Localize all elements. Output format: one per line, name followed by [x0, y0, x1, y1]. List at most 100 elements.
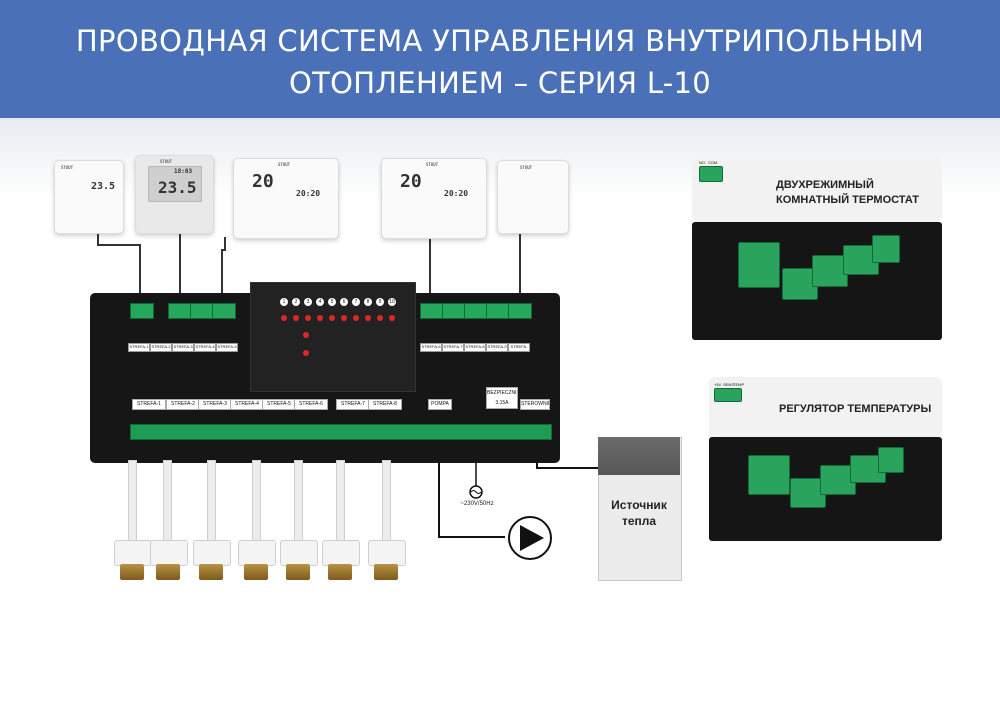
top-terminal-3: [190, 303, 214, 319]
inset-top-label-box: [692, 158, 942, 222]
top-channel-label-2: STREFA-2: [150, 343, 172, 352]
top-channel-label-6: STREFA-6: [420, 343, 442, 352]
actuator-cable-7: [382, 460, 391, 544]
thermostat-2-screen: [148, 166, 202, 202]
top-terminal-4: [212, 303, 236, 319]
inset-top-connector-3: [812, 255, 848, 287]
top-terminal-2: [168, 303, 192, 319]
top-terminal-5: [420, 303, 444, 319]
led-number-9: 9: [376, 298, 384, 306]
bottom-label-pump: POMPA: [428, 399, 452, 410]
led-number-4: 4: [316, 298, 324, 306]
top-terminal-8: [486, 303, 510, 319]
title-banner: ПРОВОДНАЯ СИСТЕМА УПРАВЛЕНИЯ ВНУТРИПОЛЬН…: [0, 0, 1000, 118]
thermostat-1: STOUT 23.5: [54, 160, 124, 234]
thermostat-2-brand: STOUT: [160, 159, 173, 164]
top-channel-label-8: STREFA-8: [464, 343, 486, 352]
top-terminal-9: [508, 303, 532, 319]
thermostat-3-time: 20:20: [296, 189, 321, 198]
inset-bottom-term-label-sens: SENS: [723, 382, 734, 387]
thermostat-5-brand: STOUT: [520, 165, 533, 170]
led-number-7: 7: [352, 298, 360, 306]
thermostat-4-display: 20: [400, 171, 422, 192]
actuator-cable-2: [163, 460, 172, 544]
led-3: [305, 315, 311, 321]
wire-thermostat-3: [221, 237, 226, 302]
top-channel-label-5: STREFA-5: [216, 343, 238, 352]
inset-bottom-term-label-temp: TEMP: [733, 382, 745, 387]
top-channel-label-4: STREFA-4: [194, 343, 216, 352]
inset-top-term-label-com: COM: [708, 160, 718, 165]
inset-top-connector-5: [872, 235, 900, 263]
inset-bottom-terminal-small: [714, 388, 742, 402]
top-channel-label-3: STREFA-3: [172, 343, 194, 352]
thermostat-5: STOUT: [497, 160, 569, 234]
led-number-8: 8: [364, 298, 372, 306]
thermostat-1-brand: STOUT: [61, 165, 74, 170]
title-line-1: ПРОВОДНАЯ СИСТЕМА УПРАВЛЕНИЯ ВНУТРИПОЛЬН…: [75, 24, 925, 58]
thermostat-2: STOUT 18:03 23.5: [135, 155, 214, 234]
top-channel-label-9: STREFA-9: [486, 343, 508, 352]
bottom-label-6: STREFA-6: [294, 399, 328, 410]
led-number-2: 2: [292, 298, 300, 306]
thermostat-3-brand: STOUT: [278, 162, 291, 167]
inset-bottom-connector-5: [878, 447, 904, 473]
inset-top-label: ДВУХРЕЖИМНЫЙ КОМНАТНЫЙ ТЕРМОСТАТ: [776, 178, 919, 208]
led-number-10: 10: [388, 298, 396, 306]
thermostat-4-brand: STOUT: [426, 162, 439, 167]
top-terminal-6: [442, 303, 466, 319]
power-tilde: [470, 490, 482, 494]
inset-top-label-line-2: КОМНАТНЫЙ ТЕРМОСТАТ: [776, 194, 919, 206]
led-number-1: 1: [280, 298, 288, 306]
bottom-label-3: STREFA-3: [198, 399, 232, 410]
thermostat-1-display: 23.5: [91, 181, 116, 192]
heat-source-top: [598, 437, 680, 475]
bottom-label-fuse: BEZPIECZNIK 3,15A: [486, 387, 518, 409]
inset-top-terminal-small: [699, 166, 723, 182]
heat-source-line-2: тепла: [621, 514, 657, 528]
inset-bottom-term-label-5v: +5V: [714, 382, 722, 387]
inset-bottom-connector-main: [748, 455, 790, 495]
led-5: [329, 315, 335, 321]
led-6: [341, 315, 347, 321]
bottom-label-4: STREFA-4: [230, 399, 264, 410]
led-1: [281, 315, 287, 321]
thermostat-3-display: 20: [252, 171, 274, 192]
actuator-cable-6: [336, 460, 345, 544]
led-number-3: 3: [304, 298, 312, 306]
power-label: ~230V/50Hz: [460, 501, 494, 507]
top-channel-label-10: STREFA-10: [508, 343, 530, 352]
bottom-label-1: STREFA-1: [132, 399, 166, 410]
heat-source-line-1: Источник: [611, 498, 667, 512]
title-line-2: ОТОПЛЕНИЕМ – СЕРИЯ L-10: [288, 66, 712, 100]
actuator-cable-5: [294, 460, 303, 544]
led-9: [377, 315, 383, 321]
inset-bottom-label: РЕГУЛЯТОР ТЕМПЕРАТУРЫ: [779, 403, 932, 415]
actuator-cable-3: [207, 460, 216, 544]
led-4: [317, 315, 323, 321]
inset-top-connector-main: [738, 242, 780, 288]
led-8: [365, 315, 371, 321]
actuator-cable-4: [252, 460, 261, 544]
thermostat-4-time: 20:20: [444, 189, 469, 198]
bottom-label-7: STREFA-7: [336, 399, 370, 410]
bottom-label-5: STREFA-5: [262, 399, 296, 410]
led-10: [389, 315, 395, 321]
thermostat-2-time: 18:03: [174, 168, 193, 175]
thermostat-4: STOUT 20 20:20: [381, 158, 487, 239]
actuator-cable-1: [128, 460, 137, 544]
led-number-5: 5: [328, 298, 336, 306]
bottom-label-2: STREFA-2: [166, 399, 200, 410]
led-number-6: 6: [340, 298, 348, 306]
thermostat-3: STOUT 20 20:20: [233, 158, 339, 239]
led-7: [353, 315, 359, 321]
bottom-terminal-strip: [130, 424, 552, 440]
led-power: [303, 350, 309, 356]
top-channel-label-7: STREFA-7: [442, 343, 464, 352]
top-terminal-1: [130, 303, 154, 319]
inset-top-term-label-no: NO: [699, 160, 705, 165]
bottom-label-8: STREFA-8: [368, 399, 402, 410]
inset-top-label-line-1: ДВУХРЕЖИМНЫЙ: [776, 179, 874, 191]
wire-pump: [438, 455, 505, 538]
top-terminal-7: [464, 303, 488, 319]
